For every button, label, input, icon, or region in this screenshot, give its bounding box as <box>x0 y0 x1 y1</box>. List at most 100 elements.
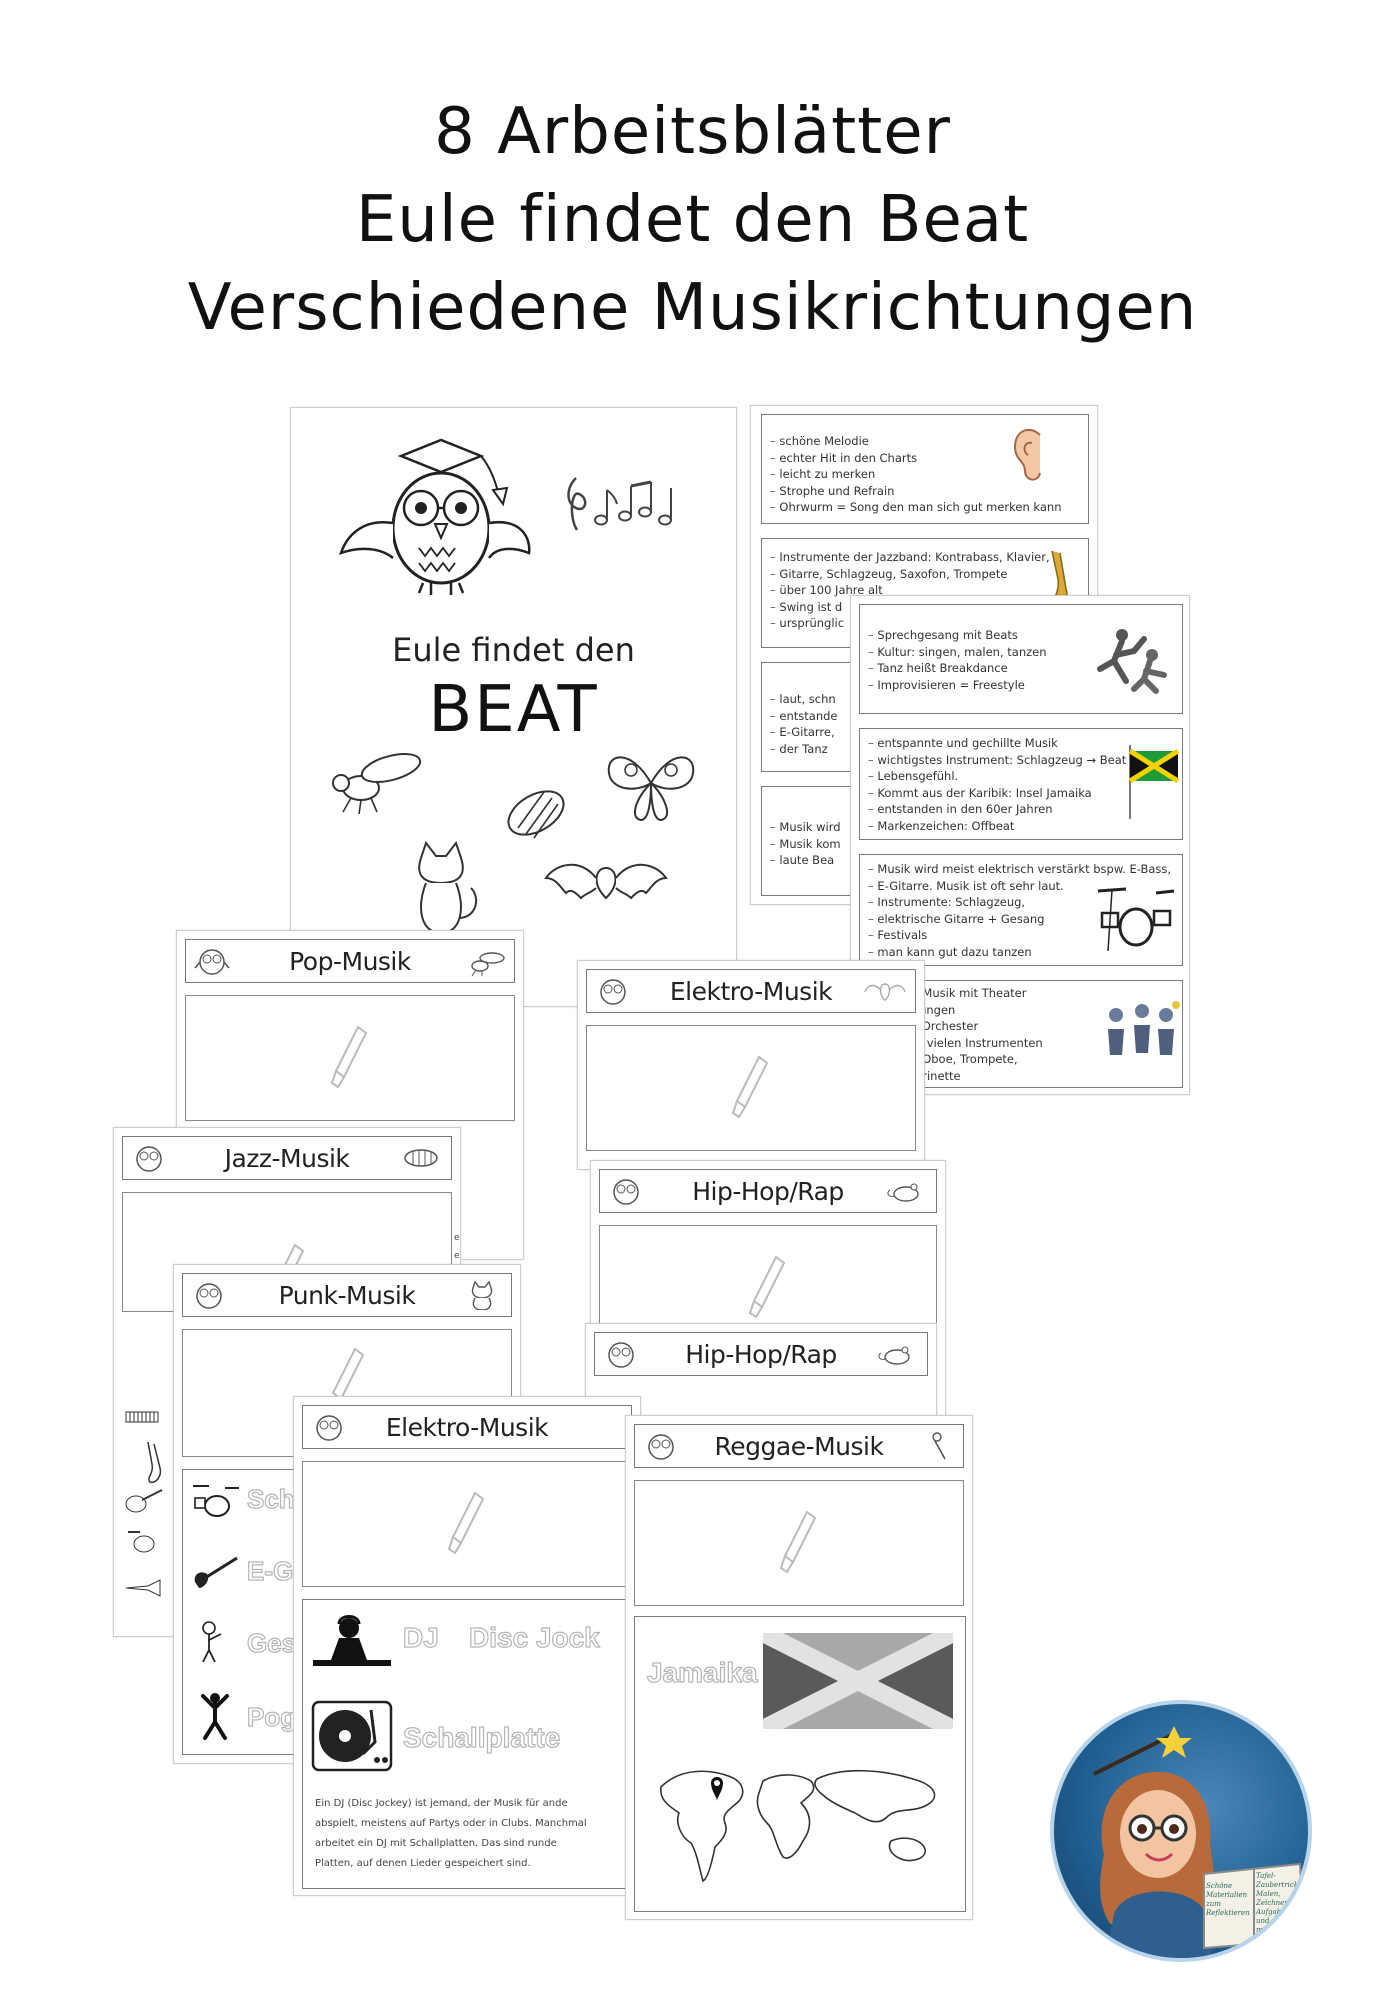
owl-icon <box>194 949 230 975</box>
worksheet-header: Hip-Hop/Rap <box>594 1332 928 1376</box>
bat-icon <box>864 983 906 1001</box>
breakdancers-icon <box>1097 629 1167 694</box>
orchestra-icon <box>1108 1001 1180 1055</box>
info-card-reggae: entspannte und gechillte Musik wichtigst… <box>859 728 1183 840</box>
elektro-fact-1: Musik wird <box>770 819 841 836</box>
pop-fact-1: schöne Melodie <box>770 433 1062 450</box>
pencil-icon <box>748 1255 786 1319</box>
punk-word-4: Pog <box>246 1701 297 1732</box>
pop-fact-3: leicht zu merken <box>770 466 1062 483</box>
worksheet-header: Reggae-Musik <box>634 1424 964 1468</box>
jazz-fact-4: Swing ist d <box>770 599 1050 616</box>
cover-title-small: Eule findet den <box>392 631 635 669</box>
title-line-1: 8 Arbeitsblätter <box>434 95 951 169</box>
book-text-9: und vieles mehr <box>1256 1917 1293 1934</box>
mouse-icon <box>887 1183 919 1202</box>
teacher-avatar-badge: Schöne Materialien zum Reflektieren Tafe… <box>1050 1700 1312 1962</box>
woodlouse-icon <box>404 1149 438 1167</box>
reggae-fact-2: wichtigstes Instrument: Schlagzeug → Bea… <box>868 752 1126 769</box>
drawing-area[interactable] <box>586 1025 916 1151</box>
worksheet-title: Hip-Hop/Rap <box>692 1176 844 1206</box>
mouse-icon <box>878 1346 910 1365</box>
elektro-description: Ein DJ (Disc Jockey) ist jemand, der Mus… <box>315 1794 640 1874</box>
pencil-icon <box>779 1510 817 1574</box>
elektro-word-disc: Disc Jock <box>468 1621 600 1653</box>
fly-icon <box>471 952 505 976</box>
worksheet-title: Pop-Musik <box>289 946 411 976</box>
dj-icon <box>313 1615 391 1666</box>
jazz-fragment-2: ers <box>454 1251 460 1261</box>
turntable-icon <box>311 1700 393 1772</box>
elektro-fact-3: laute Bea <box>770 852 841 869</box>
reggae-word: Jamaika <box>646 1656 758 1688</box>
drum-kit-icon <box>1097 887 1175 952</box>
worksheet-elektro-top: Elektro-Musik <box>577 960 925 1170</box>
pogo-dancer-icon <box>201 1693 229 1740</box>
reggae-fact-3: Lebensgefühl. <box>868 768 1126 785</box>
hiphop-fact-3: Tanz heißt Breakdance <box>868 660 1047 677</box>
worksheet-title: Hip-Hop/Rap <box>685 1339 837 1369</box>
world-map-icon <box>660 1769 936 1883</box>
drawing-area[interactable] <box>185 995 515 1121</box>
info-card-hiphop: Sprechgesang mit Beats Kultur: singen, m… <box>859 604 1183 714</box>
rock-fact-5: Festivals <box>868 927 1171 944</box>
drawing-area[interactable] <box>634 1480 964 1606</box>
ear-icon <box>1013 428 1041 481</box>
punk-fact-4: der Tanz <box>770 741 838 758</box>
worksheet-title: Elektro-Musik <box>669 976 833 1006</box>
worksheet-header: Pop-Musik <box>185 939 515 983</box>
info-card-rock: Musik wird meist elektrisch verstärkt bs… <box>859 854 1183 966</box>
book-left-page: Schöne Materialien zum Reflektieren <box>1206 1882 1254 1918</box>
title-line-2: Eule findet den Beat <box>355 183 1030 257</box>
book-text-1: Schöne <box>1206 1882 1233 1890</box>
hiphop-fact-4: Improvisieren = Freestyle <box>868 677 1047 694</box>
teacher-avatar <box>1093 1726 1306 1958</box>
saxophone-icon <box>147 1441 162 1484</box>
worksheet-header: Jazz-Musik <box>122 1136 452 1180</box>
worksheet-title: Jazz-Musik <box>224 1143 350 1173</box>
jamaica-flag-icon <box>763 1633 953 1729</box>
drawing-area[interactable] <box>302 1461 632 1587</box>
owl-icon <box>316 1415 342 1441</box>
woodlouse-icon <box>507 790 565 839</box>
rock-fact-4: elektrische Gitarre + Gesang <box>868 911 1171 928</box>
owl-icon <box>136 1146 162 1172</box>
rock-fact-1: Musik wird meist elektrisch verstärkt bs… <box>868 861 1171 878</box>
jazz-fact-5: ursprünglic <box>770 615 1050 632</box>
microphone-icon <box>932 1432 946 1460</box>
title-line-3: Verschiedene Musikrichtungen <box>187 271 1198 345</box>
book-text-7: Malen, Zeichnen, <box>1256 1890 1292 1907</box>
drums-icon <box>128 1531 155 1553</box>
worksheet-title: Punk-Musik <box>278 1280 416 1310</box>
book-right-page: Tafel- Zaubertricks Malen, Zeichnen, Auf… <box>1256 1872 1308 1935</box>
book-text-2: Materialien <box>1206 1891 1248 1899</box>
punk-fact-2: entstande <box>770 708 837 725</box>
electric-guitar-icon <box>194 1556 238 1588</box>
cover-sheet: Eule findet den BEAT <box>290 407 737 1007</box>
worksheet-header: Elektro-Musik <box>302 1405 632 1449</box>
book-text-4: Reflektieren <box>1206 1909 1250 1917</box>
jazz-fact-2: Gitarre, Schlagzeug, Saxofon, Trompete <box>770 566 1050 583</box>
owl-icon <box>608 1342 634 1368</box>
hiphop-fact-1: Sprechgesang mit Beats <box>868 627 1047 644</box>
punk-word-3: Ges <box>246 1627 297 1658</box>
title-block: 8 Arbeitsblätter Eule findet den Beat Ve… <box>0 88 1385 352</box>
worksheet-header: Hip-Hop/Rap <box>599 1169 937 1213</box>
pencil-icon <box>447 1491 485 1555</box>
owl-graduate-icon <box>339 438 531 595</box>
pop-fact-2: echter Hit in den Charts <box>770 450 1062 467</box>
cover-title-big: BEAT <box>428 673 599 747</box>
reggae-vocab-box: Jamaika <box>634 1616 966 1912</box>
cat-icon <box>418 840 478 935</box>
rock-fact-6: man kann gut dazu tanzen <box>868 944 1171 961</box>
elektro-fact-2: Musik kom <box>770 836 840 853</box>
music-notes-icon <box>567 477 672 531</box>
rock-fact-3: Instrumente: Schlagzeug, <box>868 894 1171 911</box>
piano-icon <box>125 1411 159 1423</box>
elektro-vocab-box: DJ Disc Jock Schallplatte Ein DJ (Disc J… <box>302 1599 640 1889</box>
worksheet-title: Elektro-Musik <box>385 1412 549 1442</box>
owl-icon <box>196 1283 222 1309</box>
worksheet-elektro: Elektro-Musik DJ Disc Jock Schallplatte … <box>293 1396 641 1896</box>
jazz-fact-3: über 100 Jahre alt <box>770 582 1050 599</box>
owl-icon <box>648 1434 674 1460</box>
